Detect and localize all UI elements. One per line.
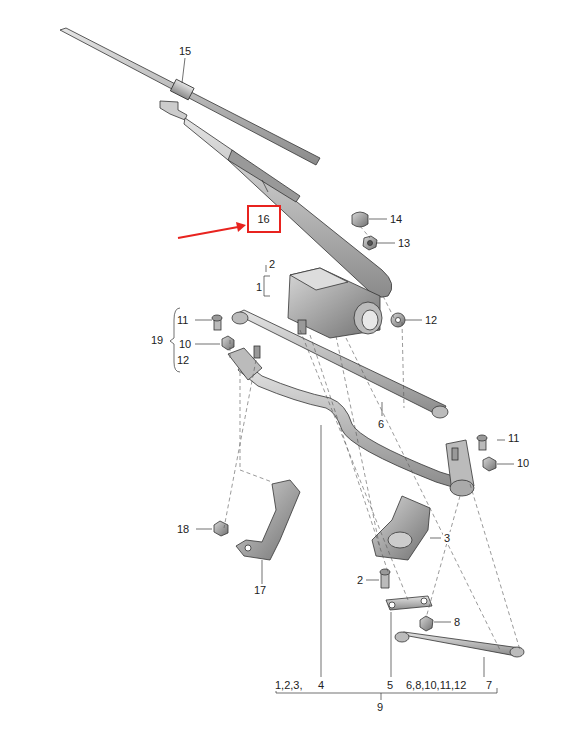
callout-number: 12: [424, 314, 438, 326]
callout-number: 13: [397, 237, 411, 249]
callout-number: 8: [453, 616, 461, 628]
callout-number: 14: [389, 213, 403, 225]
callout-number: 10: [516, 457, 530, 469]
callout-number: 11: [176, 314, 189, 326]
callout-number: 10: [178, 338, 192, 350]
callout-number: 17: [253, 584, 267, 596]
callout-number: 6: [377, 418, 385, 430]
callout-number: 5: [386, 679, 394, 691]
callout-number: 4: [317, 679, 325, 691]
callout-number: 11: [507, 432, 520, 444]
callout-number: 12: [176, 354, 190, 366]
callout-number: 2: [268, 258, 276, 270]
callout-number: 6,8,10,11,12: [405, 679, 467, 691]
callout-number: 18: [176, 523, 190, 535]
callout-number: 15: [178, 45, 192, 57]
callout-number: 3: [443, 532, 451, 544]
callout-number: 19: [150, 334, 164, 346]
callout-number: 16: [258, 213, 280, 225]
callout-number: 7: [485, 679, 493, 691]
callout-number: 1,2,3,: [274, 679, 304, 691]
callout-number: 2: [356, 574, 364, 586]
callout-number: 1: [255, 281, 263, 293]
highlight-box: 16: [247, 205, 281, 233]
callout-number: 9: [376, 701, 384, 713]
